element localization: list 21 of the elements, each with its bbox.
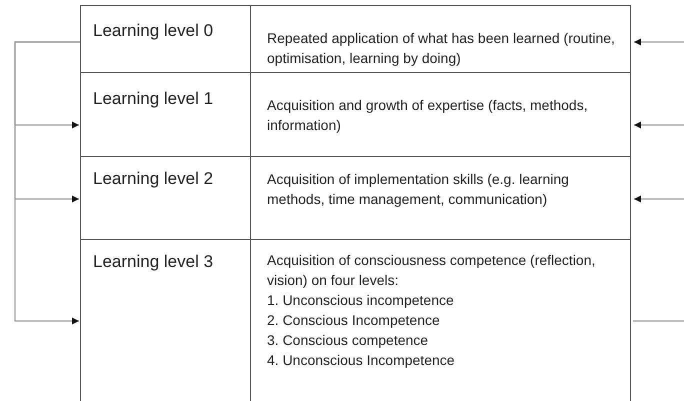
level-label: Learning level 0 (93, 21, 214, 41)
arrow (634, 38, 684, 46)
description-text: Acquisition of consciousness competence (reflection, vision) on four levels: (267, 251, 596, 290)
connector-line (633, 320, 684, 322)
table-row (80, 73, 631, 157)
level-label: Learning level 2 (93, 169, 214, 189)
description-text: Acquisition of implementation skills (e.g. learning methods, time management, communication) (267, 170, 570, 209)
arrow (634, 195, 684, 203)
description-text: Acquisition and growth of expertise (facts, methods, information) (267, 96, 589, 135)
list-item: 1. Unconscious incompetence (267, 291, 454, 310)
list-item: 3. Conscious competence (267, 331, 428, 350)
list-item: 4. Unconscious Incompetence (267, 351, 455, 370)
table-row (80, 5, 631, 73)
arrow (634, 121, 684, 129)
level-label: Learning level 3 (93, 252, 214, 272)
arrow (14, 41, 80, 325)
level-label: Learning level 1 (93, 89, 214, 109)
table-row (80, 240, 631, 401)
list-item: 2. Conscious Incompetence (267, 311, 440, 330)
table-row (80, 157, 631, 240)
description-text: Repeated application of what has been learned (routine, optimisation, learning by doing) (267, 29, 616, 68)
